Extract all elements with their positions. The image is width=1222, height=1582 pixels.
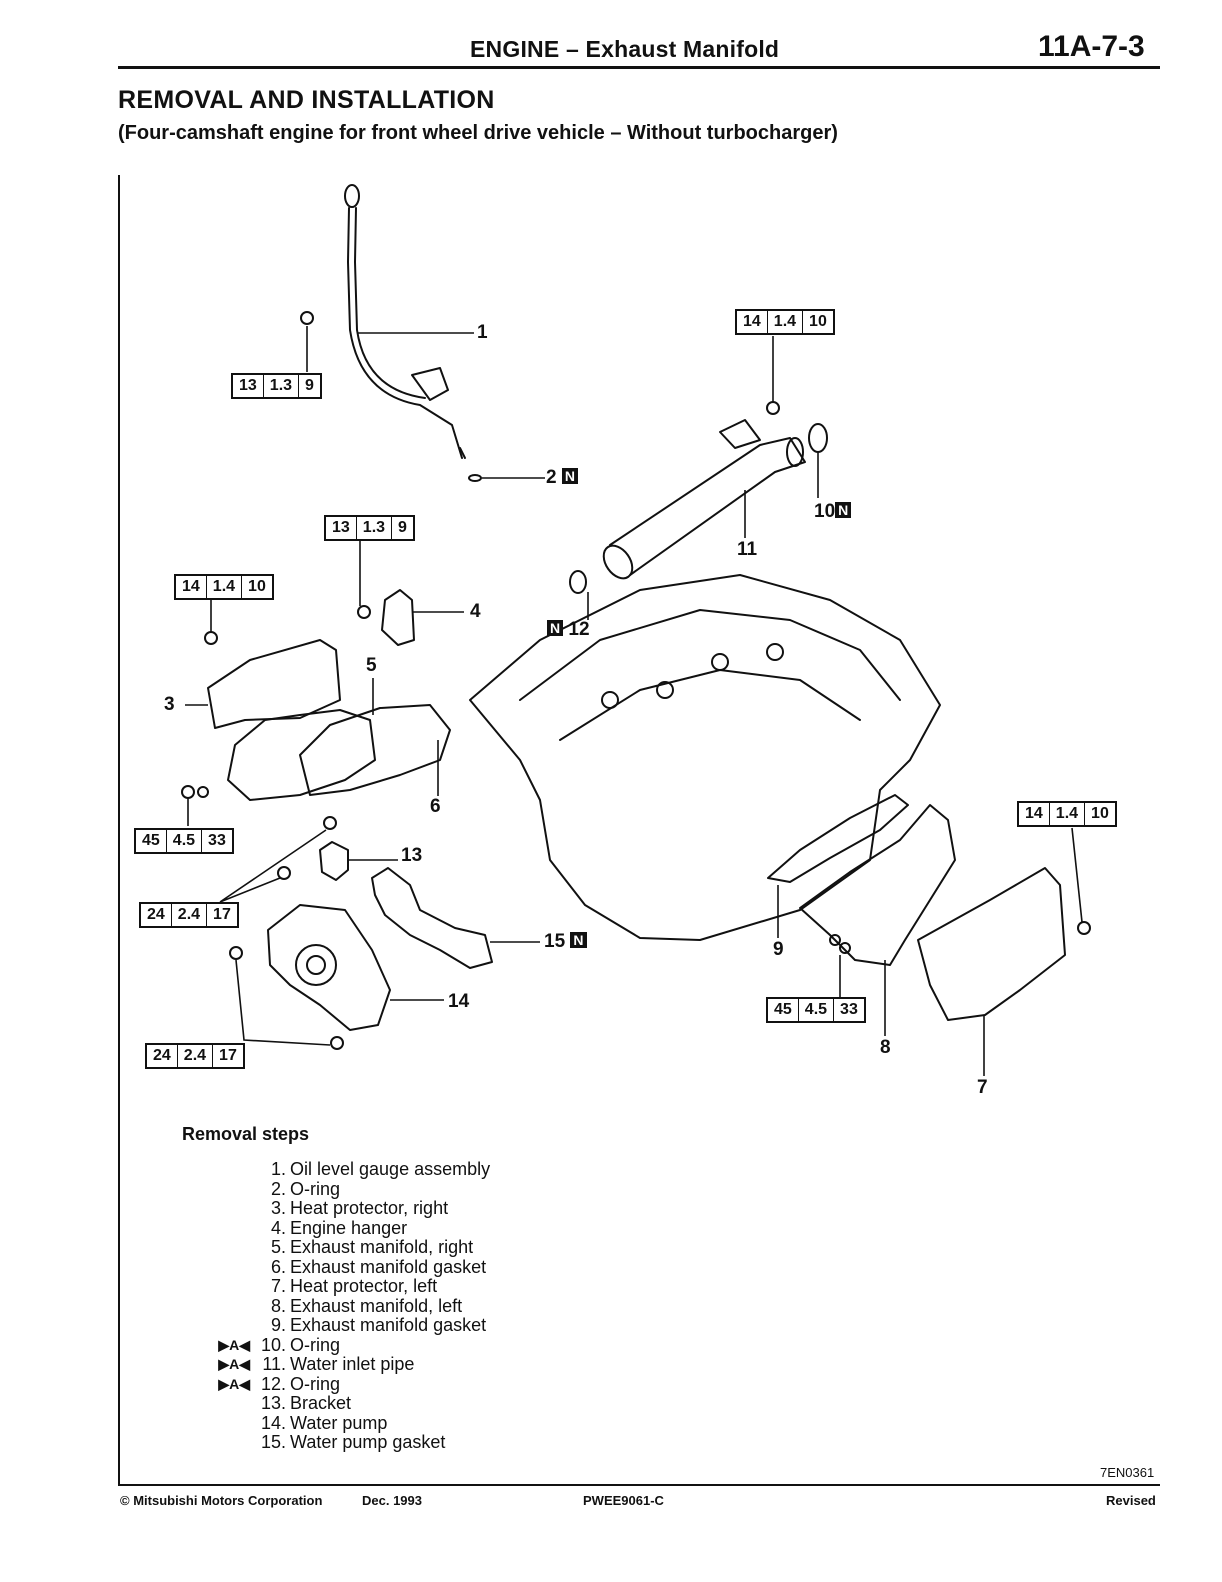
- footer-doc-code: PWEE9061-C: [583, 1493, 664, 1508]
- engine-block: [469, 574, 941, 941]
- callout-15: 15 N: [544, 932, 587, 952]
- frame-left-rule: [118, 175, 120, 1485]
- water-pump: [267, 904, 391, 1031]
- removal-step: ▶A◀11.Water inlet pipe: [218, 1354, 415, 1374]
- callout-1: 1: [477, 322, 488, 343]
- header-rule: [118, 66, 1160, 69]
- removal-step: 8.Exhaust manifold, left: [270, 1295, 463, 1316]
- new-part-badge: N: [547, 620, 564, 636]
- callout-6: 6: [430, 796, 441, 817]
- callout-11: 11: [737, 539, 758, 560]
- exhaust-manifold-gasket-right: [299, 704, 451, 796]
- figure-code: 7EN0361: [1100, 1465, 1155, 1480]
- removal-step: 6.Exhaust manifold gasket: [270, 1256, 487, 1277]
- exhaust-manifold-right: [227, 709, 376, 801]
- heat-protector-left: [917, 867, 1066, 1021]
- removal-step: 1.Oil level gauge assembly: [270, 1159, 491, 1179]
- bracket: [319, 841, 349, 881]
- callout-3: 3: [164, 694, 175, 715]
- removal-steps-list: 1.Oil level gauge assembly 2.O-ring 3.He…: [210, 1159, 491, 1453]
- new-part-badge: N: [835, 502, 852, 518]
- exhaust-manifold-left: [799, 804, 956, 966]
- o-ring-10: [808, 423, 828, 453]
- callout-5: 5: [366, 655, 377, 676]
- callout-13: 13: [401, 845, 423, 866]
- water-inlet-pipe: [602, 419, 806, 580]
- removal-step: 4.Engine hanger: [270, 1217, 408, 1238]
- removal-step: 2.O-ring: [270, 1178, 341, 1199]
- removal-step: 15.Water pump gasket: [260, 1432, 446, 1452]
- removal-step: 9.Exhaust manifold gasket: [270, 1315, 487, 1335]
- frame-bottom-rule: [118, 1484, 1160, 1486]
- removal-step: ▶A◀12.O-ring: [218, 1373, 341, 1394]
- section-title: REMOVAL AND INSTALLATION: [118, 86, 495, 114]
- callout-12: N 12: [547, 620, 590, 640]
- oil-level-gauge: [344, 184, 466, 459]
- callout-14: 14: [448, 991, 470, 1012]
- header-title: ENGINE – Exhaust Manifold: [470, 36, 780, 62]
- bolts: [181, 311, 1091, 1050]
- water-pump-gasket: [371, 867, 493, 969]
- o-ring-12: [569, 570, 587, 594]
- callout-9: 9: [773, 939, 784, 960]
- removal-step: 14.Water pump: [260, 1412, 388, 1433]
- removal-step: 3.Heat protector, right: [270, 1198, 449, 1218]
- engine-hanger: [381, 589, 415, 646]
- new-part-badge: N: [561, 468, 578, 484]
- page-number: 11A-7-3: [1038, 30, 1145, 63]
- removal-step: 13.Bracket: [260, 1393, 352, 1413]
- o-ring-2: [468, 474, 482, 482]
- heat-protector-right: [207, 639, 341, 729]
- footer-copyright: © Mitsubishi Motors Corporation: [120, 1493, 323, 1508]
- exhaust-manifold-gasket-left: [767, 794, 909, 883]
- callout-8: 8: [880, 1037, 891, 1058]
- removal-step: 5.Exhaust manifold, right: [270, 1237, 474, 1257]
- section-subtitle: (Four-camshaft engine for front wheel dr…: [118, 122, 838, 144]
- callout-4: 4: [470, 601, 481, 622]
- removal-step: 7.Heat protector, left: [270, 1276, 438, 1296]
- footer-date: Dec. 1993: [362, 1493, 422, 1508]
- callout-7: 7: [977, 1077, 988, 1098]
- new-part-badge: N: [570, 932, 587, 948]
- removal-step: ▶A◀10.O-ring: [218, 1334, 341, 1355]
- removal-steps-heading: Removal steps: [182, 1124, 310, 1144]
- footer-status: Revised: [1106, 1493, 1156, 1508]
- callout-2: 2 N: [546, 468, 578, 488]
